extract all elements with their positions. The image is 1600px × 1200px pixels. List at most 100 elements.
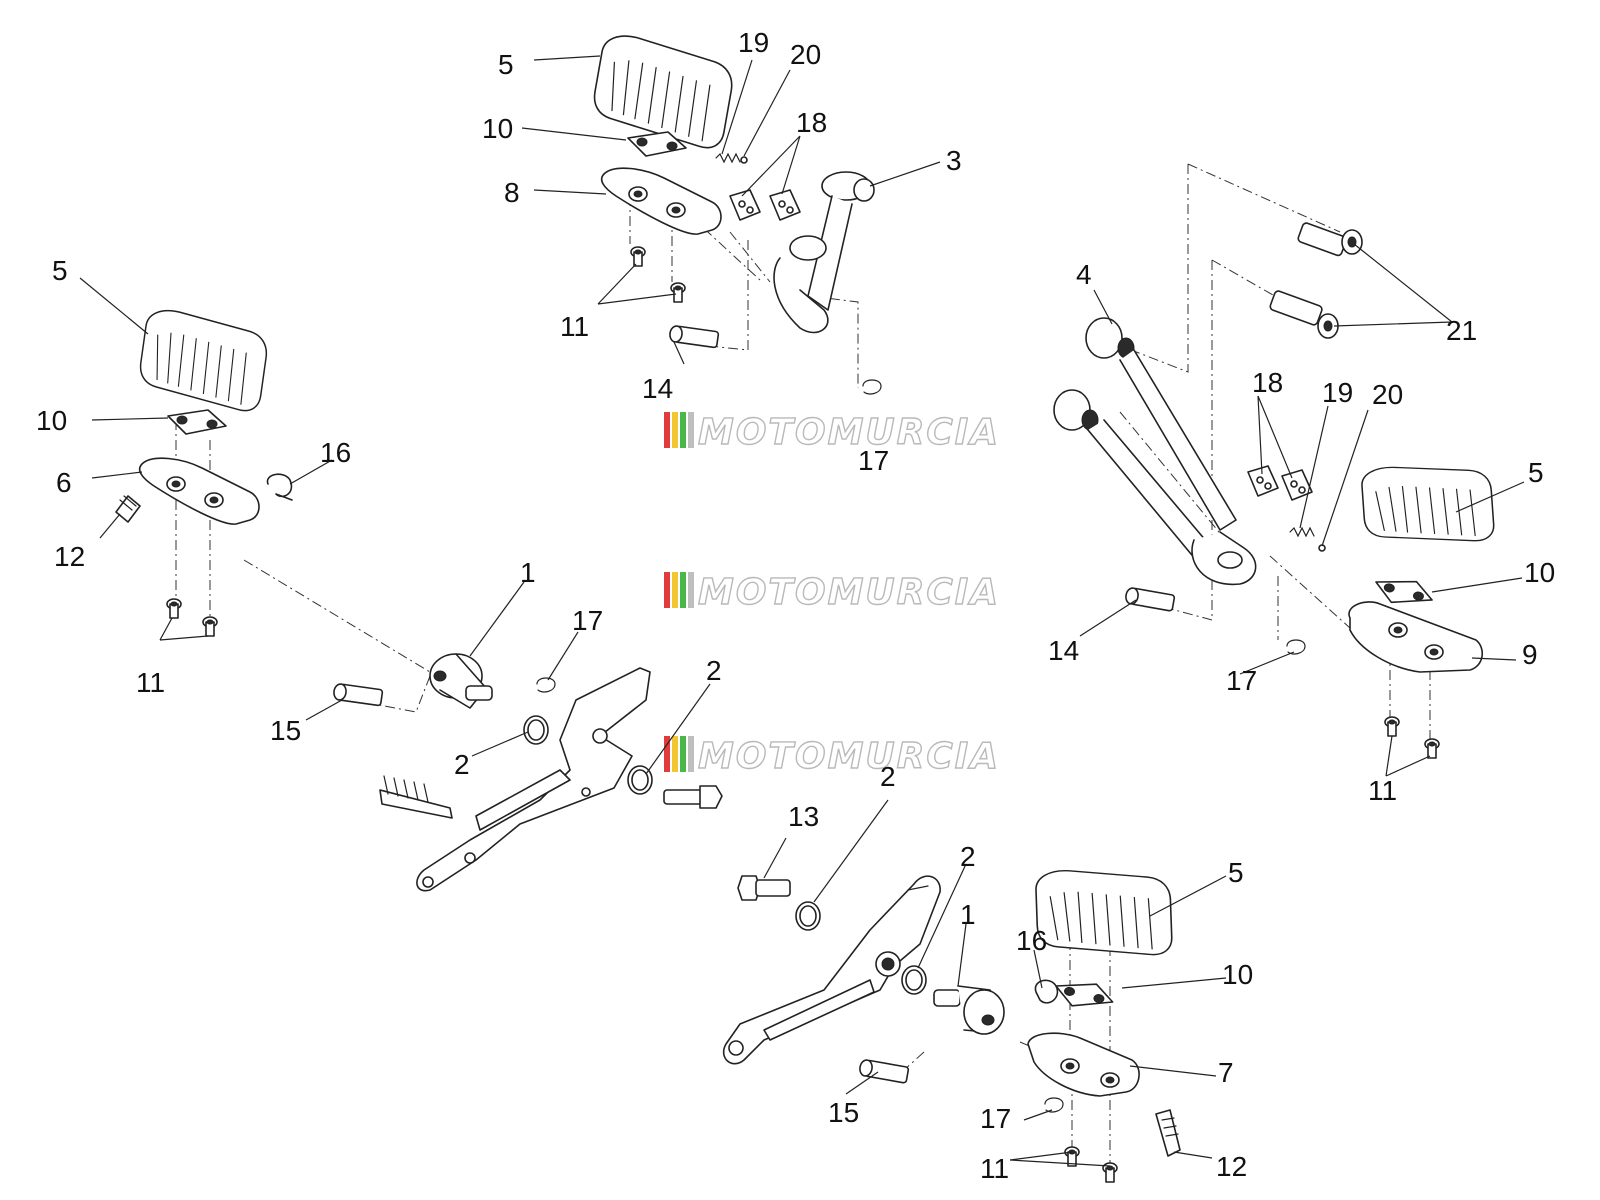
callout-bottom-15: 15 [828,1097,859,1128]
screw-left-b [202,616,218,637]
callout-numbers: 5 10 8 11 14 19 20 18 3 17 5 10 6 16 12 … [36,27,1555,1184]
watermark-2: MOTOMURCIA [664,571,1000,614]
clip-17-left [536,677,556,693]
bolt-left-pivot [663,785,723,809]
callout-right-9: 9 [1522,639,1538,670]
ball-top [740,156,748,164]
callout-bottom-13: 13 [788,801,819,832]
callout-bottom-5: 5 [1228,857,1244,888]
plate-bottom [1053,979,1116,1011]
plate-right [1372,575,1436,609]
footrest-bracket-7 [1027,1032,1140,1097]
pivot-1-left [429,653,493,709]
callout-bottom-16: 16 [1016,925,1047,956]
rearset-left [379,667,651,892]
lever-3 [773,171,875,334]
callout-left-12: 12 [54,541,85,572]
callout-top-20: 20 [790,39,821,70]
watermark-3: MOTOMURCIA [664,735,1000,778]
screw-right-b [1424,738,1440,759]
callout-left-16: 16 [320,437,351,468]
pin-14-top [668,324,720,349]
bolt-13 [737,875,791,901]
screw-top-b [670,282,686,303]
washer-2-bottom-b [901,965,927,995]
right-assembly [1053,222,1496,759]
bolt-12-bottom [1155,1109,1181,1157]
callout-bottom-7: 7 [1218,1057,1234,1088]
pad-right-a [1247,465,1279,497]
callout-right-10: 10 [1524,557,1555,588]
center-left-assembly [332,653,723,892]
spring-clip-left [266,473,293,501]
screw-right-a [1384,716,1400,737]
leader-lines [79,55,1525,1167]
watermark-text-2: MOTOMURCIA [698,572,1000,613]
spring-clip-bottom [1034,979,1059,1004]
top-assembly [587,31,882,395]
callout-right-19: 19 [1322,377,1353,408]
bolt-12-left [115,495,141,523]
callout-left-10: 10 [36,405,67,436]
washer-2-left [523,715,549,745]
spring-top [715,152,741,164]
callout-top-8: 8 [504,177,520,208]
pad-top-a [729,189,761,221]
screw-left-a [166,598,182,619]
screw-21-b [1269,290,1339,339]
spring-right [1289,526,1315,538]
footrest-bracket-9 [1348,601,1483,673]
callout-bottom-11: 11 [980,1153,1009,1184]
callout-top-3: 3 [946,145,962,176]
callout-top-5: 5 [498,49,514,80]
callout-left-5: 5 [52,255,68,286]
watermark-text-3: MOTOMURCIA [698,736,1000,777]
callout-right-11: 11 [1368,775,1397,806]
callout-center-15: 15 [270,715,301,746]
watermark-text-1: MOTOMURCIA [698,412,1000,453]
callout-bottom-2b: 2 [960,841,976,872]
callout-bottom-2a: 2 [880,761,896,792]
callout-right-20: 20 [1372,379,1403,410]
clip-top [862,379,882,395]
callout-right-17: 17 [1226,665,1257,696]
footrest-rubber-bottom [1034,866,1174,960]
lever-4 [1053,317,1257,586]
callout-right-21: 21 [1446,315,1477,346]
rearset-right [722,875,941,1065]
callout-top-10: 10 [482,113,513,144]
callout-center-1: 1 [520,557,536,588]
callout-right-14: 14 [1048,635,1079,666]
callout-top-19: 19 [738,27,769,58]
callout-right-4: 4 [1076,259,1092,290]
footrest-rubber-left [135,306,272,414]
callout-top-14: 14 [642,373,673,404]
footrest-bracket-6 [138,457,260,525]
callout-top-17: 17 [858,445,889,476]
plate-left [167,409,227,435]
footrest-bracket-8 [600,167,722,235]
pin-15-left [332,682,384,707]
callout-center-17: 17 [572,605,603,636]
callout-bottom-12: 12 [1216,1151,1247,1182]
clip-17-right [1286,639,1306,655]
callout-right-18: 18 [1252,367,1283,398]
pivot-1-bottom [933,985,1005,1035]
pin-14-right [1123,586,1176,612]
pad-top-b [769,189,801,221]
callout-center-2a: 2 [454,749,470,780]
left-assembly [115,306,293,637]
callout-top-18: 18 [796,107,827,138]
bottom-assembly [722,866,1181,1183]
callout-bottom-10: 10 [1222,959,1253,990]
callout-bottom-1: 1 [960,899,976,930]
callout-right-5: 5 [1528,457,1544,488]
clip-17-bottom [1044,1097,1064,1113]
watermark-1: MOTOMURCIA [664,411,1000,454]
callout-center-2b: 2 [706,655,722,686]
callout-top-11: 11 [560,311,589,342]
callout-left-11: 11 [136,667,165,698]
callout-left-6: 6 [56,467,72,498]
screw-top-a [630,246,646,267]
